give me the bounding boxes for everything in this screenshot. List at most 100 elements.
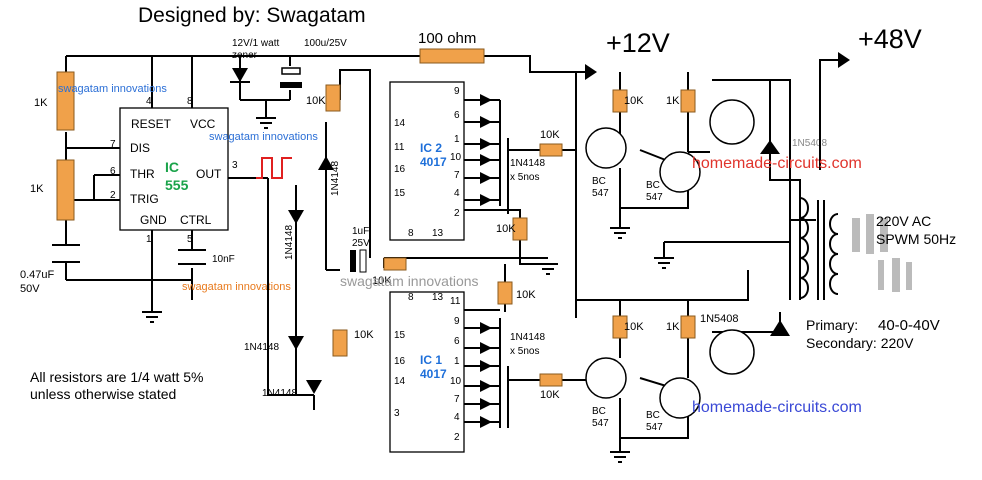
ground-top <box>610 227 630 239</box>
cap-10n-label: 10nF <box>212 254 235 265</box>
ic2-pin16: 16 <box>394 164 406 175</box>
ic1-pin11: 11 <box>450 296 461 307</box>
q3-bc-label: BC <box>592 406 606 417</box>
r10k-ic2-out-label: 10K <box>496 223 516 235</box>
ic1-pin14: 14 <box>394 376 406 387</box>
r10k-ic2-label: 10K <box>306 95 326 107</box>
rail-48v-wiring <box>663 59 838 300</box>
r10k-q3-label: 10K <box>624 321 644 333</box>
d5408-bottom-label: 1N5408 <box>700 313 739 325</box>
ic2-pin4: 4 <box>454 188 460 199</box>
q4-547-label: 547 <box>646 422 663 433</box>
ic2-diode-5 <box>480 172 492 184</box>
ic555-out-label: OUT <box>196 167 222 181</box>
watermark-1: swagatam innovations <box>58 83 167 95</box>
q3-547-label: 547 <box>592 418 609 429</box>
q2-bc-label: BC <box>646 180 660 191</box>
diode-chain-wiring <box>267 69 371 410</box>
ic555-chip <box>119 107 229 231</box>
ic1-pin8: 8 <box>408 292 414 303</box>
ground-mid <box>538 263 558 275</box>
ic555-dis-label: DIS <box>130 141 150 155</box>
ic555-pin7: 7 <box>110 139 116 150</box>
spwm-bar-6 <box>906 262 912 290</box>
diode-1n5408-top <box>760 140 780 154</box>
q4-bc-label: BC <box>646 410 660 421</box>
transformer-label-1: 220V AC <box>876 213 931 229</box>
top-stage-wiring <box>575 72 771 301</box>
r10k-coupling-label: 10K <box>372 275 392 287</box>
transformer-primary-label: Primary: <box>806 317 858 333</box>
watermark-hc-bottom: homemade-circuits.com <box>692 399 862 416</box>
ic1-pin1: 1 <box>454 356 460 367</box>
resistor-10k-ic2 <box>325 84 341 112</box>
r10k-q1-label: 10K <box>624 95 644 107</box>
watermark-2: swagatam innovations <box>209 131 318 143</box>
cap-047-voltage: 50V <box>20 283 40 295</box>
zener-label-2: zener <box>232 50 258 61</box>
ic1-diode-label: 1N4148 <box>510 332 545 343</box>
transformer-primary-value: 40-0-40V <box>878 317 940 334</box>
ic1-chip <box>389 291 465 453</box>
spwm-bar-1 <box>852 218 860 252</box>
ic555-pin8: 8 <box>187 96 193 107</box>
transistor-bc547-q4 <box>659 377 701 419</box>
cap-1u-b <box>359 249 367 273</box>
watermark-3: swagatam innovations <box>182 281 291 293</box>
rail-12v-label: +12V <box>606 28 670 58</box>
ic1-pin16: 16 <box>394 356 406 367</box>
ic2-pin15: 15 <box>394 188 406 199</box>
diode-d1 <box>288 210 304 224</box>
r100-label: 100 ohm <box>418 30 476 47</box>
designer-title: Designed by: Swagatam <box>138 4 366 27</box>
diode-d2 <box>318 156 334 170</box>
diode-d3-label: 1N4148 <box>244 342 279 353</box>
q2-547-label: 547 <box>646 192 663 203</box>
ground-555 <box>142 311 162 323</box>
ic555-pin4: 4 <box>146 96 152 107</box>
ic2-diode-3 <box>480 138 492 150</box>
ground-transformer <box>654 257 674 269</box>
transformer-primary-coil <box>799 197 809 299</box>
ic555-reset-label: RESET <box>131 117 172 131</box>
resistor-r1 <box>56 71 75 131</box>
square-wave-icon <box>256 157 292 179</box>
ic2-diode-count: x 5nos <box>510 172 539 183</box>
resistor-10k-base-bot <box>539 373 563 387</box>
rail-48v-arrow <box>838 52 850 68</box>
ic1-name: IC 1 <box>420 353 442 367</box>
transformer-core <box>817 200 825 300</box>
cap-10n <box>178 249 206 265</box>
diode-d1-label: 1N4148 <box>284 225 295 260</box>
resistor-10k-ic1-out <box>497 281 513 305</box>
ic555-thr-label: THR <box>130 167 155 181</box>
ic1-diode-5 <box>480 398 492 410</box>
rail-12v <box>290 55 585 73</box>
cap-1u-a <box>350 250 356 272</box>
cap-1u-voltage: 25V <box>352 238 370 249</box>
rail-48v-label: +48V <box>858 24 922 54</box>
ic2-pin1: 1 <box>454 134 460 145</box>
spwm-bar-3 <box>880 218 888 252</box>
r10k-base-top-label: 10K <box>540 129 560 141</box>
resistor-10k-base-top <box>539 143 563 157</box>
ic2-diode-label: 1N4148 <box>510 158 545 169</box>
ic1-pin9: 9 <box>454 316 460 327</box>
cap-100u-bottom <box>280 82 302 88</box>
ic1-diode-4 <box>480 380 492 392</box>
cap-047-label: 0.47uF <box>20 269 55 281</box>
resistor-100ohm <box>419 48 485 64</box>
diode-d4 <box>306 380 322 394</box>
resistor-10k-q3 <box>612 315 628 339</box>
ic555-pin2: 2 <box>110 190 116 201</box>
ic2-diode-1 <box>480 94 492 106</box>
ic1-diode-1 <box>480 322 492 334</box>
r1k-q2-label: 1K <box>666 95 680 107</box>
resistor-note-1: All resistors are 1/4 watt 5% <box>30 369 204 385</box>
ic2-diode-4 <box>480 154 492 166</box>
ic555-name: IC <box>165 159 179 175</box>
ic1-diode-2 <box>480 342 492 354</box>
ic2-name: IC 2 <box>420 141 442 155</box>
r1k-q4-label: 1K <box>666 321 680 333</box>
